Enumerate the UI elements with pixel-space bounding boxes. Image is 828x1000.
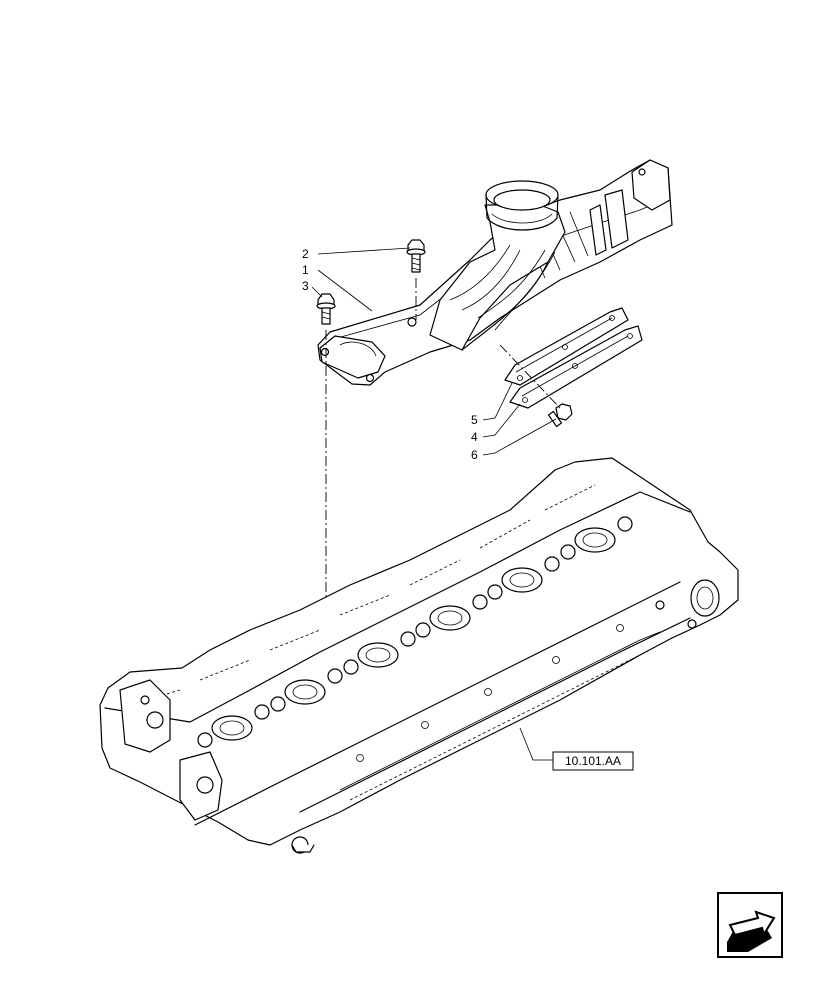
bolt-part-6[interactable] bbox=[547, 403, 573, 428]
callout-4: 4 bbox=[471, 430, 478, 444]
gasket-upper[interactable] bbox=[504, 307, 629, 386]
cylinder-head[interactable] bbox=[99, 457, 739, 854]
cylinder-3 bbox=[343, 631, 416, 675]
cylinder-4 bbox=[415, 594, 488, 638]
callout-3: 3 bbox=[302, 279, 309, 293]
cylinder-5 bbox=[487, 556, 560, 600]
callout-6: 6 bbox=[471, 448, 478, 462]
bolt-part-3[interactable] bbox=[316, 293, 336, 325]
cylinder-2 bbox=[270, 668, 343, 712]
callout-2: 2 bbox=[302, 247, 309, 261]
callout-1: 1 bbox=[302, 263, 309, 277]
return-arrow-icon[interactable] bbox=[717, 892, 783, 958]
callout-5: 5 bbox=[471, 413, 478, 427]
reference-box[interactable]: 10.101.AA bbox=[552, 751, 634, 771]
reference-label: 10.101.AA bbox=[565, 754, 621, 768]
cylinder-1 bbox=[197, 704, 270, 748]
bolt-part-2[interactable] bbox=[406, 239, 426, 273]
cylinder-6 bbox=[560, 516, 633, 560]
gasket-lower[interactable] bbox=[509, 325, 643, 409]
intake-manifold[interactable] bbox=[317, 159, 673, 386]
